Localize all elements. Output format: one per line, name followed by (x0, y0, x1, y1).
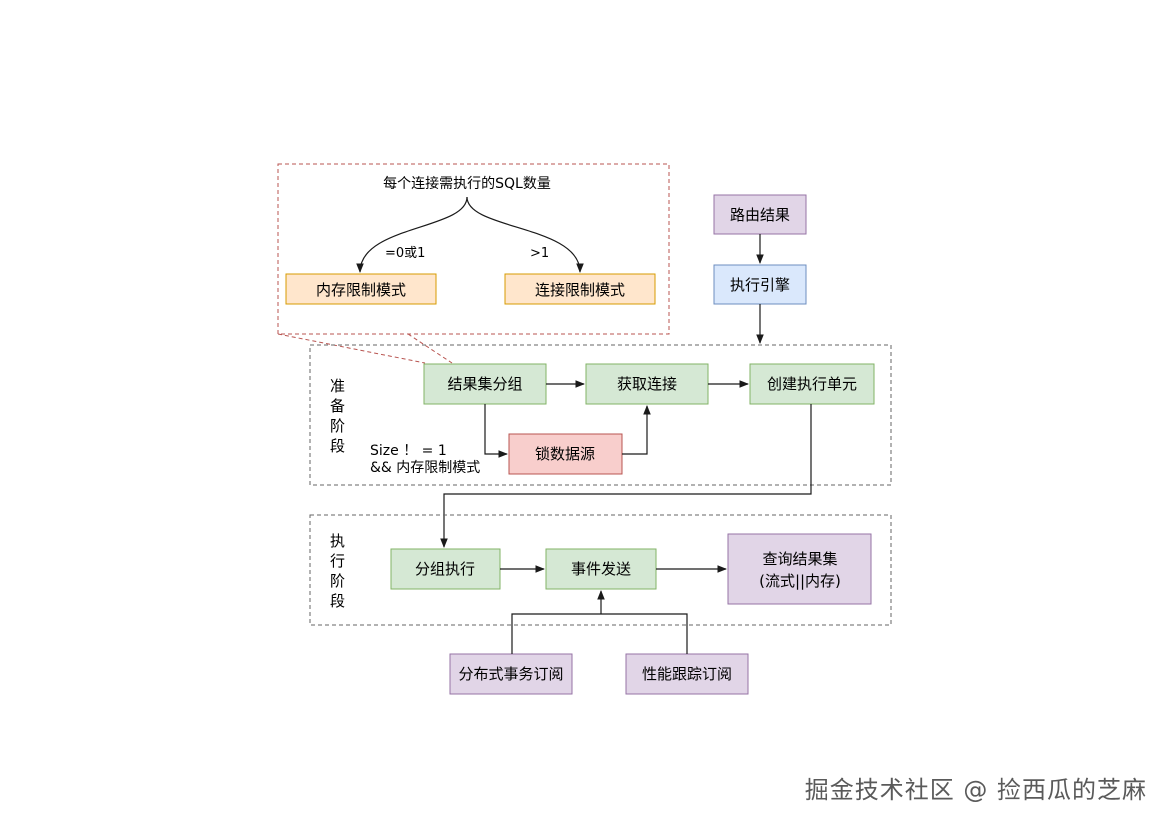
connection-limit-mode-node[interactable] (504, 273, 656, 305)
execute-phase-char-1: 执 (330, 532, 345, 550)
prepare-phase-char-1: 准 (330, 377, 345, 395)
perf-trace-sub-node[interactable] (625, 653, 749, 695)
prepare-phase-char-2: 备 (330, 397, 345, 415)
perf-trace-sub-label: 性能跟踪订阅 (642, 665, 732, 683)
group-exec-label: 分组执行 (415, 560, 475, 578)
callout-branch-left (356, 196, 468, 273)
left-edge-label: =0或1 (385, 246, 425, 261)
callout-box (277, 163, 670, 335)
callout-title: 每个连接需执行的SQL数量 (383, 175, 551, 192)
condition-line-2: && 内存限制模式 (370, 460, 480, 476)
group-exec-node[interactable] (390, 548, 501, 590)
connection-limit-mode-label: 连接限制模式 (535, 281, 625, 299)
route-result-label: 路由结果 (730, 206, 790, 224)
query-result-label-1: 查询结果集 (762, 550, 837, 568)
dist-tx-sub-label: 分布式事务订阅 (458, 665, 563, 683)
query-result-label-2: (流式||内存) (759, 572, 841, 590)
prepare-phase-char-3: 阶 (330, 417, 345, 435)
arrow-perf-trace-to-event (601, 613, 688, 654)
create-unit-label: 创建执行单元 (767, 375, 857, 393)
dist-tx-sub-node[interactable] (449, 653, 573, 695)
lock-datasource-label: 锁数据源 (535, 445, 595, 463)
route-result-node[interactable] (713, 194, 807, 235)
execute-phase-char-2: 行 (330, 552, 345, 570)
memory-limit-mode-label: 内存限制模式 (316, 281, 406, 299)
right-edge-label: >1 (530, 246, 549, 261)
memory-limit-mode-node[interactable] (285, 273, 437, 305)
query-result-node[interactable] (727, 533, 872, 605)
execute-phase-char-3: 阶 (330, 572, 345, 590)
arrow-group-to-lock (484, 404, 508, 458)
execute-phase-box (309, 514, 892, 626)
create-unit-node[interactable] (749, 363, 875, 405)
arrow-dist-tx-to-event (511, 613, 601, 654)
exec-engine-label: 执行引擎 (730, 276, 790, 294)
prepare-phase-char-4: 段 (330, 437, 345, 455)
get-connection-label: 获取连接 (617, 375, 677, 393)
event-send-label: 事件发送 (571, 560, 631, 578)
execute-phase-char-4: 段 (330, 592, 345, 610)
arrow-unit-to-group-exec (440, 404, 812, 548)
arrow-lock-to-conn (622, 405, 651, 455)
callout-branch-right (466, 196, 584, 273)
group-result-node[interactable] (423, 363, 547, 405)
condition-line-1: Size ！ = 1 (370, 443, 447, 459)
group-result-label: 结果集分组 (447, 375, 522, 393)
watermark: 掘金技术社区 @ 捡西瓜的芝麻 (804, 776, 1147, 804)
callout-pointer-right (407, 333, 453, 364)
lock-datasource-node[interactable] (508, 433, 623, 475)
exec-engine-node[interactable] (713, 264, 807, 305)
event-send-node[interactable] (545, 548, 657, 590)
prepare-phase-box (309, 344, 892, 486)
callout-pointer-left (277, 333, 426, 364)
